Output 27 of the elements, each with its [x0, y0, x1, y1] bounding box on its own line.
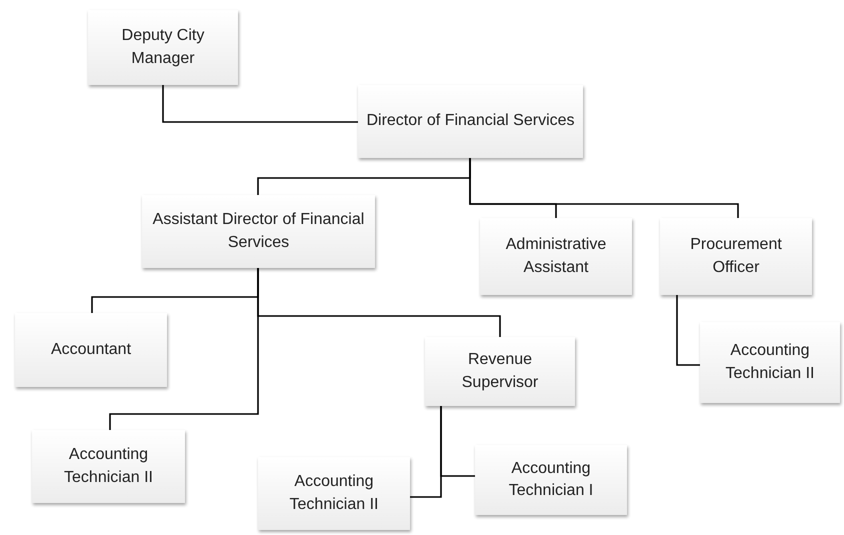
position-title: Procurement Officer — [689, 235, 783, 278]
position-title: Revenue Supervisor — [460, 350, 540, 392]
position-title: Accounting Technician II — [288, 472, 380, 514]
org-chart-box — [258, 457, 410, 530]
position-title: Accounting Technician II — [63, 445, 154, 488]
position-title: Deputy City Manager — [120, 26, 206, 68]
org-chart-box — [88, 10, 238, 85]
org-chart-box — [425, 337, 575, 406]
position-title: Accounting Technician I — [508, 458, 594, 501]
connector-line — [440, 406, 475, 477]
position-title: Accounting Technician II — [724, 341, 816, 384]
connector-line — [676, 295, 700, 366]
org-chart-box — [32, 430, 185, 503]
org-chart-box — [358, 85, 583, 158]
connector-line — [109, 268, 259, 430]
org-chart-box — [15, 313, 167, 387]
position-title: Administrative Assistant — [504, 235, 608, 278]
connector-line — [162, 85, 358, 123]
org-chart-box — [700, 322, 840, 403]
org-chart-box — [660, 218, 812, 295]
position-title: Assistant Director of Financial Services — [152, 210, 366, 252]
org-chart-box — [480, 218, 632, 295]
position-title: Director of Financial Services — [366, 111, 575, 132]
org-chart-box — [475, 445, 627, 515]
position-title: Accountant — [50, 340, 132, 360]
connector-line — [469, 158, 739, 218]
org-chart-box — [142, 195, 375, 268]
